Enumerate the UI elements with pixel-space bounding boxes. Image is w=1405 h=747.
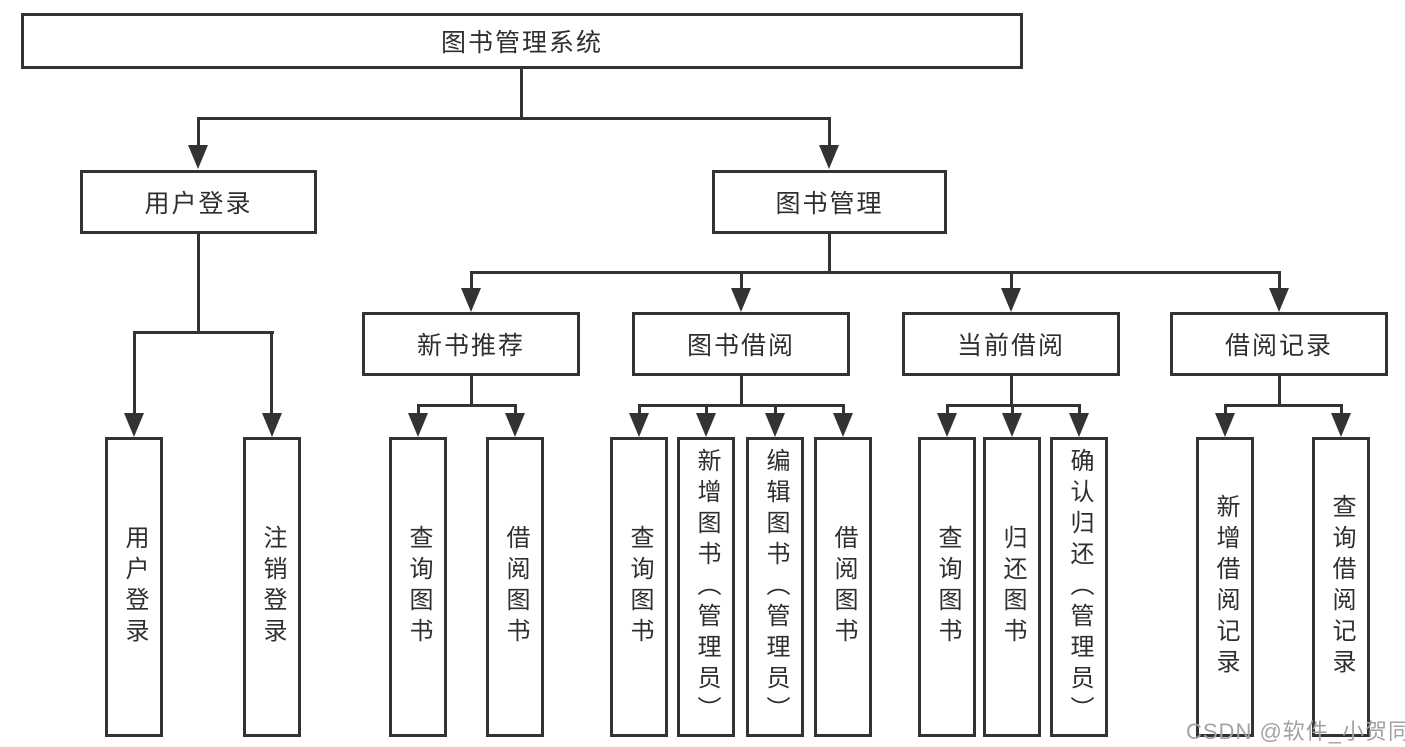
connector-login-to-leaf2 (270, 331, 273, 416)
connector-bb-cross (638, 404, 844, 407)
arrowhead-down (461, 288, 481, 312)
connector-mgmt-cross (470, 271, 1281, 274)
node-user-login: 用户登录 (80, 170, 317, 234)
leaf-br-query-borrow-record: 查询借阅记录 (1312, 437, 1370, 737)
arrowhead-down (505, 413, 525, 437)
connector-cb-stem (1010, 376, 1013, 407)
connector-login-stem (197, 234, 200, 334)
leaf-logout: 注销登录 (243, 437, 301, 737)
leaf-bb-edit-books-admin: 编辑图书（管理员） (746, 437, 804, 737)
connector-nb-stem (470, 376, 473, 407)
node-new-book-recommend: 新书推荐 (362, 312, 580, 376)
connector-root-cross (197, 117, 831, 120)
connector-mgmt-to-records (1278, 271, 1281, 293)
node-borrow-records: 借阅记录 (1170, 312, 1388, 376)
connector-login-cross (133, 331, 274, 334)
arrowhead-down (408, 413, 428, 437)
connector-mgmt-to-borrow (740, 271, 743, 293)
leaf-nb-query-books: 查询图书 (389, 437, 447, 737)
arrowhead-down (188, 145, 208, 169)
connector-bb-to-leaf1 (638, 404, 641, 416)
arrowhead-down (937, 413, 957, 437)
arrowhead-down (1002, 413, 1022, 437)
arrowhead-down (819, 145, 839, 169)
leaf-cb-query-books: 查询图书 (918, 437, 976, 737)
connector-login-to-leaf1 (133, 331, 136, 416)
arrowhead-down (1269, 288, 1289, 312)
node-root: 图书管理系统 (21, 13, 1023, 69)
arrowhead-down (262, 413, 282, 437)
arrowhead-down (1001, 288, 1021, 312)
csdn-watermark: CSDN @软件_小贺同学 (1186, 719, 1405, 744)
leaf-bb-query-books: 查询图书 (610, 437, 668, 737)
arrowhead-down (833, 413, 853, 437)
connector-bb-stem (740, 376, 743, 407)
arrowhead-down (696, 413, 716, 437)
arrowhead-down (731, 288, 751, 312)
node-current-borrow: 当前借阅 (902, 312, 1120, 376)
connector-root-stem (520, 69, 523, 119)
leaf-cb-return-books: 归还图书 (983, 437, 1041, 737)
arrowhead-down (1069, 413, 1089, 437)
connector-br-to-leaf1 (1224, 404, 1227, 416)
connector-nb-to-leaf1 (417, 404, 420, 416)
connector-mgmt-stem (828, 234, 831, 274)
connector-cb-to-leaf1 (946, 404, 949, 416)
leaf-user-login: 用户登录 (105, 437, 163, 737)
connector-root-to-login (197, 117, 200, 148)
leaf-bb-borrow-books: 借阅图书 (814, 437, 872, 737)
connector-mgmt-to-current (1010, 271, 1013, 293)
connector-cb-to-leaf2 (1011, 404, 1014, 416)
connector-nb-cross (417, 404, 517, 407)
connector-bb-to-leaf3 (774, 404, 777, 416)
leaf-br-add-borrow-record: 新增借阅记录 (1196, 437, 1254, 737)
arrowhead-down (124, 413, 144, 437)
node-book-management: 图书管理 (712, 170, 947, 234)
node-book-borrow: 图书借阅 (632, 312, 850, 376)
connector-mgmt-to-newbook (470, 271, 473, 293)
connector-bb-to-leaf2 (705, 404, 708, 416)
arrowhead-down (629, 413, 649, 437)
leaf-cb-confirm-return-admin: 确认归还（管理员） (1050, 437, 1108, 737)
connector-root-to-mgmt (828, 117, 831, 148)
arrowhead-down (1215, 413, 1235, 437)
connector-br-to-leaf2 (1340, 404, 1343, 416)
connector-br-cross (1224, 404, 1342, 407)
connector-br-stem (1278, 376, 1281, 407)
arrowhead-down (1331, 413, 1351, 437)
leaf-bb-add-books-admin: 新增图书（管理员） (677, 437, 735, 737)
connector-nb-to-leaf2 (514, 404, 517, 416)
arrowhead-down (765, 413, 785, 437)
connector-cb-to-leaf3 (1078, 404, 1081, 416)
leaf-nb-borrow-books: 借阅图书 (486, 437, 544, 737)
connector-bb-to-leaf4 (842, 404, 845, 416)
